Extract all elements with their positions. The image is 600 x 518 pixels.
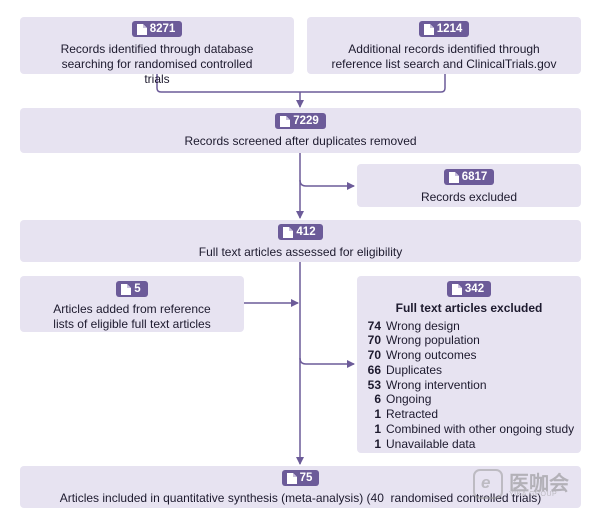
arrow-to-excluded — [299, 179, 355, 190]
reason-count: 53 — [367, 377, 381, 392]
exclusion-reason: 74 Wrong design — [363, 319, 581, 334]
reason-label: Wrong design — [386, 318, 460, 333]
count-value: 6817 — [461, 171, 488, 183]
document-icon — [136, 23, 147, 35]
document-icon — [423, 23, 434, 35]
count-badge: 7229 — [275, 113, 326, 129]
watermark-name: 医咖会 — [509, 473, 569, 495]
exclusion-reason: 70 Wrong population — [363, 333, 581, 348]
reason-label: Unavailable data — [386, 436, 476, 451]
count-value: 412 — [296, 226, 316, 238]
box-label: Records screened after duplicates remove… — [184, 133, 417, 148]
document-icon — [451, 283, 462, 295]
box-records-excluded: 6817 Records excluded — [357, 164, 581, 207]
count-badge: 8271 — [131, 21, 183, 37]
count-value: 7229 — [293, 115, 319, 127]
exclusion-title: Full text articles excluded — [395, 300, 543, 315]
document-icon — [448, 171, 459, 183]
count-badge: 5 — [116, 281, 148, 297]
box-label: Records excluded — [420, 189, 518, 204]
reason-count: 66 — [367, 362, 381, 377]
exclusion-reason: 70 Wrong outcomes — [363, 348, 581, 363]
reason-label: Wrong population — [386, 333, 480, 348]
box-label: Articles included in quantitative synthe… — [59, 490, 542, 505]
reason-label: Wrong intervention — [386, 377, 487, 392]
box-database-search: 8271 Records identified through database… — [20, 17, 294, 86]
box-label: Full text articles assessed for eligibil… — [198, 244, 403, 259]
count-value: 8271 — [149, 23, 176, 35]
count-value: 75 — [299, 472, 313, 484]
box-assessed: 412 Full text articles assessed for elig… — [20, 220, 581, 262]
box-screened: 7229 Records screened after duplicates r… — [20, 108, 581, 153]
reason-label: Retracted — [386, 407, 439, 422]
count-value: 342 — [464, 283, 485, 295]
box-included: 75 Articles included in quantitative syn… — [20, 466, 581, 508]
count-value: 5 — [134, 283, 141, 295]
exclusion-reason: 1 Combined with other ongoing study — [363, 422, 581, 437]
count-badge: 342 — [446, 281, 492, 297]
watermark: e 医咖会 YIKA GROUP — [473, 467, 598, 505]
exclusion-reason: 66 Duplicates — [363, 363, 581, 378]
reason-count: 74 — [367, 318, 381, 333]
box-label: Additional records identified through re… — [331, 41, 557, 71]
box-articles-added: 5 Articles added from reference lists of… — [20, 276, 244, 332]
exclusion-reason: 1 Retracted — [363, 407, 581, 422]
reason-count: 70 — [367, 333, 381, 348]
box-label: Articles added from reference lists of e… — [53, 301, 211, 331]
box-label: Records identified through database sear… — [60, 41, 254, 86]
watermark-logo-icon: e — [473, 469, 503, 499]
exclusion-reason: 53 Wrong intervention — [363, 378, 581, 393]
exclusion-reason: 6 Ongoing — [363, 392, 581, 407]
count-badge: 75 — [281, 470, 320, 486]
reason-count: 1 — [374, 407, 381, 422]
document-icon — [286, 472, 297, 484]
arrow-to-fulltext-excluded — [299, 357, 355, 368]
count-badge: 1214 — [418, 21, 470, 37]
count-value: 1214 — [436, 23, 463, 35]
reason-label: Combined with other ongoing study — [386, 422, 575, 437]
reason-count: 1 — [374, 422, 381, 437]
reason-label: Ongoing — [386, 392, 432, 407]
document-icon — [280, 115, 291, 127]
merge-connector — [156, 74, 446, 93]
reason-count: 70 — [367, 348, 381, 363]
count-badge: 412 — [278, 224, 323, 240]
count-badge: 6817 — [443, 169, 495, 185]
reason-count: 1 — [374, 436, 381, 451]
box-reference-search: 1214 Additional records identified throu… — [307, 17, 581, 74]
reason-label: Wrong outcomes — [386, 348, 477, 363]
document-icon — [121, 283, 132, 295]
reason-label: Duplicates — [386, 362, 443, 377]
reason-count: 6 — [374, 392, 381, 407]
exclusion-reason: 1 Unavailable data — [363, 437, 581, 452]
watermark-subtitle: YIKA GROUP — [509, 491, 558, 498]
document-icon — [283, 226, 294, 238]
